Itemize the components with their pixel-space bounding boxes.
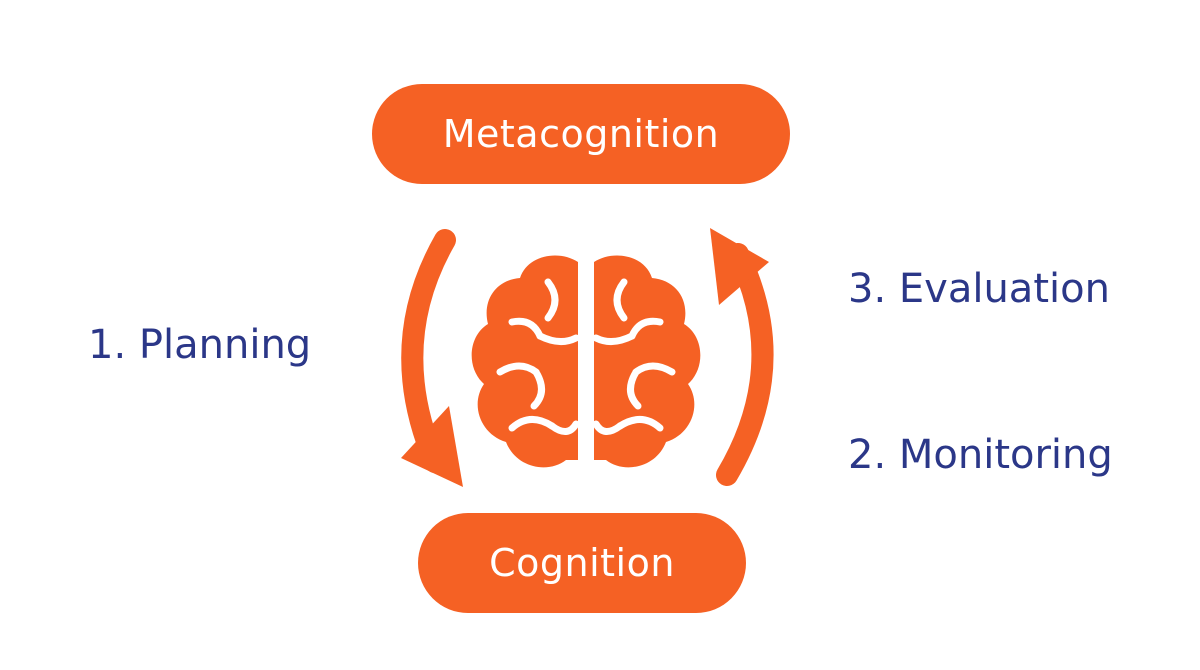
brain-icon: [471, 255, 701, 468]
metacognition-box: Metacognition: [372, 84, 790, 184]
metacognition-label: Metacognition: [442, 112, 720, 156]
arrow-up-right-icon: [710, 228, 774, 486]
arrow-down-left-icon: [401, 229, 463, 487]
cognition-box: Cognition: [418, 513, 746, 613]
step-monitoring-label: 2. Monitoring: [848, 432, 1113, 478]
cognition-label: Cognition: [489, 541, 675, 585]
step-evaluation-label: 3. Evaluation: [848, 266, 1110, 312]
step-planning-label: 1. Planning: [88, 322, 312, 368]
